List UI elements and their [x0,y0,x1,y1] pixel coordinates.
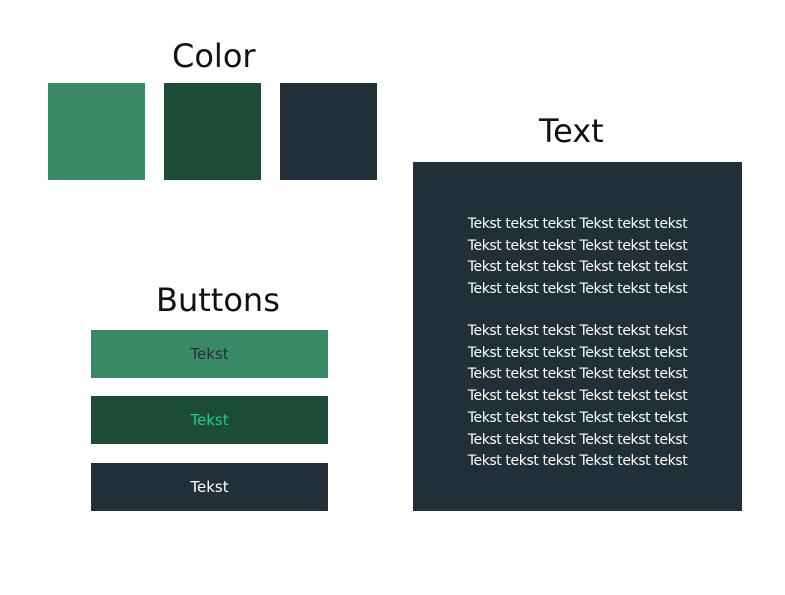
color-swatch-navy [280,83,377,180]
color-section-title: Color [172,37,256,75]
buttons-section-title: Buttons [156,281,280,319]
text-line: Tekst tekst tekst Tekst tekst tekst [467,344,688,361]
text-line: Tekst tekst tekst Tekst tekst tekst [467,409,688,426]
text-line: Tekst tekst tekst Tekst tekst tekst [467,366,688,383]
text-line: Tekst tekst tekst Tekst tekst tekst [467,216,688,232]
text-section-title: Text [539,112,604,150]
text-line: Tekst tekst tekst Tekst tekst tekst [467,237,688,254]
text-line: Tekst tekst tekst Tekst tekst tekst [467,388,688,405]
text-line: Tekst tekst tekst Tekst tekst tekst [467,431,688,448]
tekst-button-dark[interactable]: Tekst [91,396,328,444]
text-line: Tekst tekst tekst Tekst tekst tekst [467,259,688,276]
text-line: Tekst tekst tekst Tekst tekst tekst [467,323,688,339]
tekst-button-light[interactable]: Tekst [91,330,328,378]
color-swatch-green-dark [164,83,261,180]
text-line: Tekst tekst tekst Tekst tekst tekst [467,453,688,470]
tekst-button-navy[interactable]: Tekst [91,463,328,511]
color-swatch-green-light [48,83,145,180]
text-line: Tekst tekst tekst Tekst tekst tekst [467,281,688,298]
